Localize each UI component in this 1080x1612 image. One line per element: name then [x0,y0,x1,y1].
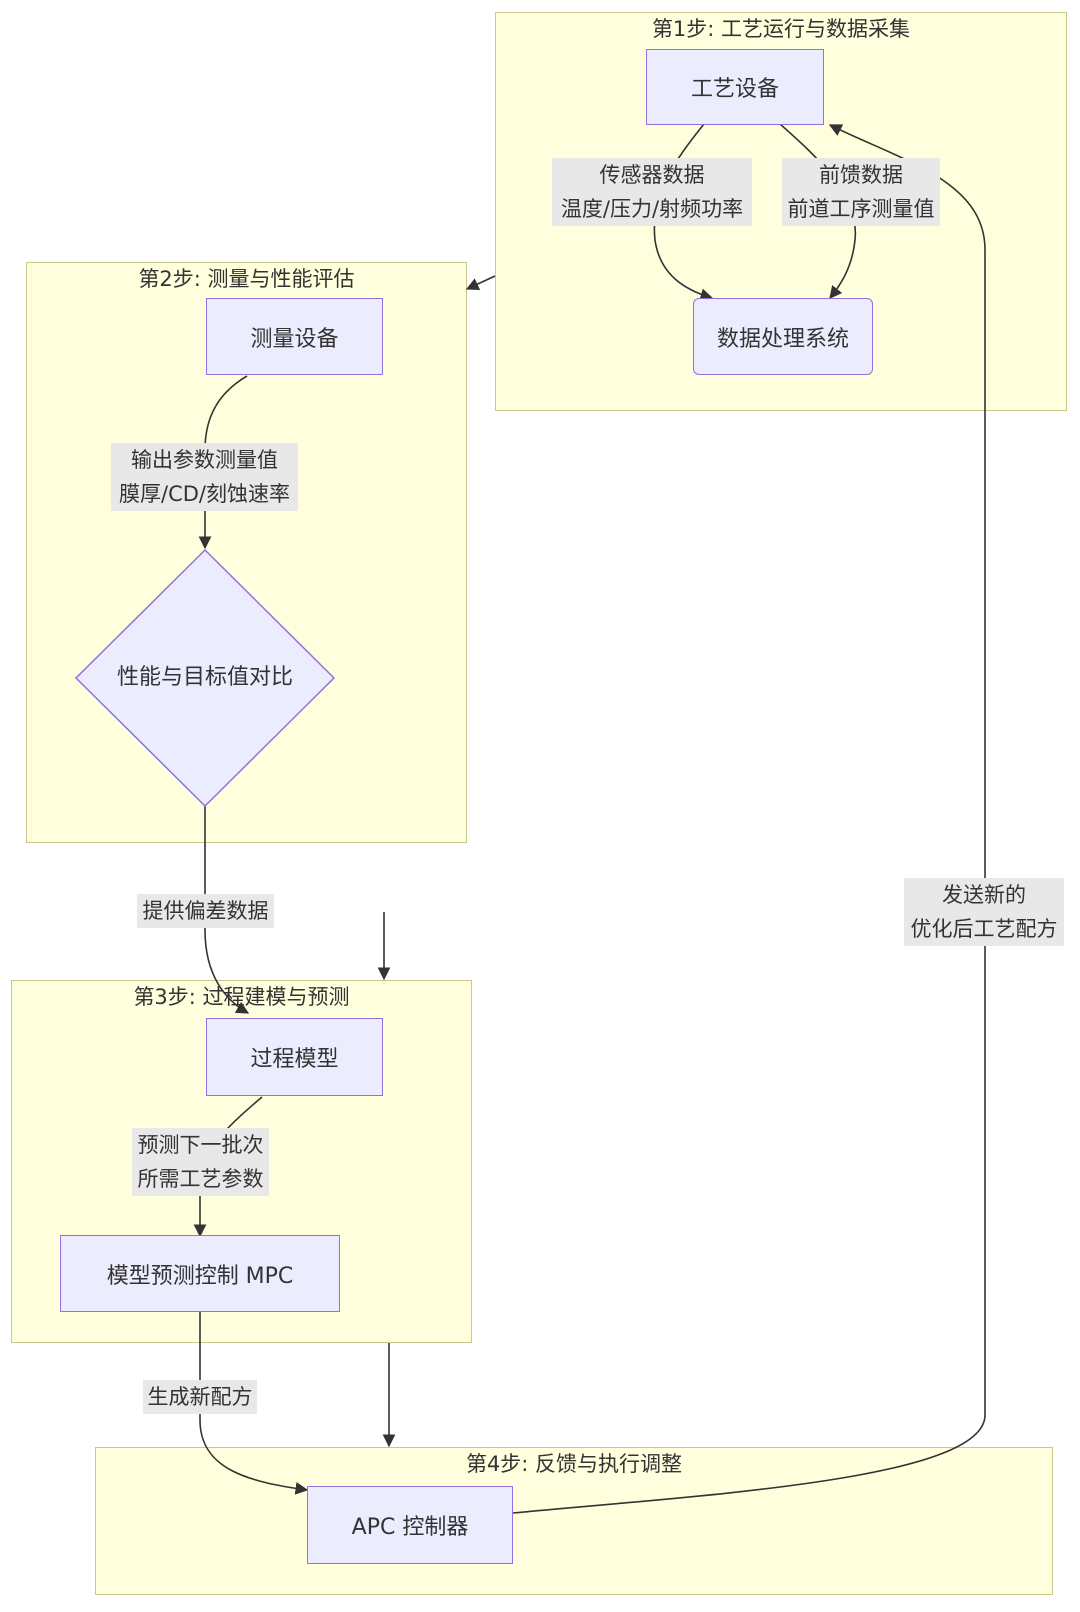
process-equipment-node[interactable]: 工艺设备 [646,49,824,125]
edge-deviation-data [204,806,250,1014]
edge-label-new-recipe-line1: 生成新配方 [147,1385,253,1409]
mpc-node[interactable]: 模型预测控制 MPC [60,1235,340,1312]
metrology-equipment-node[interactable]: 测量设备 [206,298,383,375]
edge-label-feedforward-line2: 前道工序测量值 [787,197,935,221]
cluster-step2-title: 第2步: 测量与性能评估 [138,267,355,291]
edge-sensor-data [653,123,714,301]
process-model-node[interactable]: 过程模型 [206,1018,383,1096]
cluster-step4-title: 第4步: 反馈与执行调整 [465,1452,683,1476]
edge-label-output-measurement: 输出参数测量值 膜厚/CD/刻蚀速率 [111,443,298,511]
edge-label-deviation-data: 提供偏差数据 [137,894,274,928]
edge-label-deviation-line1: 提供偏差数据 [142,899,269,923]
edge-label-send-line2: 优化后工艺配方 [910,917,1058,941]
edge-label-predict-line1: 预测下一批次 [137,1133,264,1157]
cluster-step1-title: 第1步: 工艺运行与数据采集 [651,17,911,41]
edge-label-feedforward-data: 前馈数据 前道工序测量值 [782,158,940,226]
edge-label-sensor-data: 传感器数据 温度/压力/射频功率 [552,158,752,226]
edge-label-output-line1: 输出参数测量值 [131,448,278,472]
edge-label-output-line2: 膜厚/CD/刻蚀速率 [119,482,290,506]
edge-step1-to-step2 [465,275,496,290]
edge-label-new-recipe: 生成新配方 [143,1380,257,1414]
compare-decision-node[interactable]: 性能与目标值对比 [116,665,293,690]
cluster-step4: 第4步: 反馈与执行调整 [95,1447,1053,1595]
edge-new-recipe [199,1311,309,1495]
data-processing-node[interactable]: 数据处理系统 [693,298,873,375]
edge-label-send-recipe: 发送新的 优化后工艺配方 [904,878,1064,946]
edge-label-sensor-data-line2: 温度/压力/射频功率 [560,197,744,221]
edge-label-sensor-data-line1: 传感器数据 [599,163,705,187]
apc-controller-node[interactable]: APC 控制器 [307,1486,513,1564]
edge-label-feedforward-line1: 前馈数据 [819,163,903,187]
edge-label-predict-next: 预测下一批次 所需工艺参数 [132,1128,269,1196]
edge-label-send-line1: 发送新的 [942,883,1026,907]
edge-feedforward-data [779,123,857,299]
edge-label-predict-line2: 所需工艺参数 [137,1167,264,1191]
